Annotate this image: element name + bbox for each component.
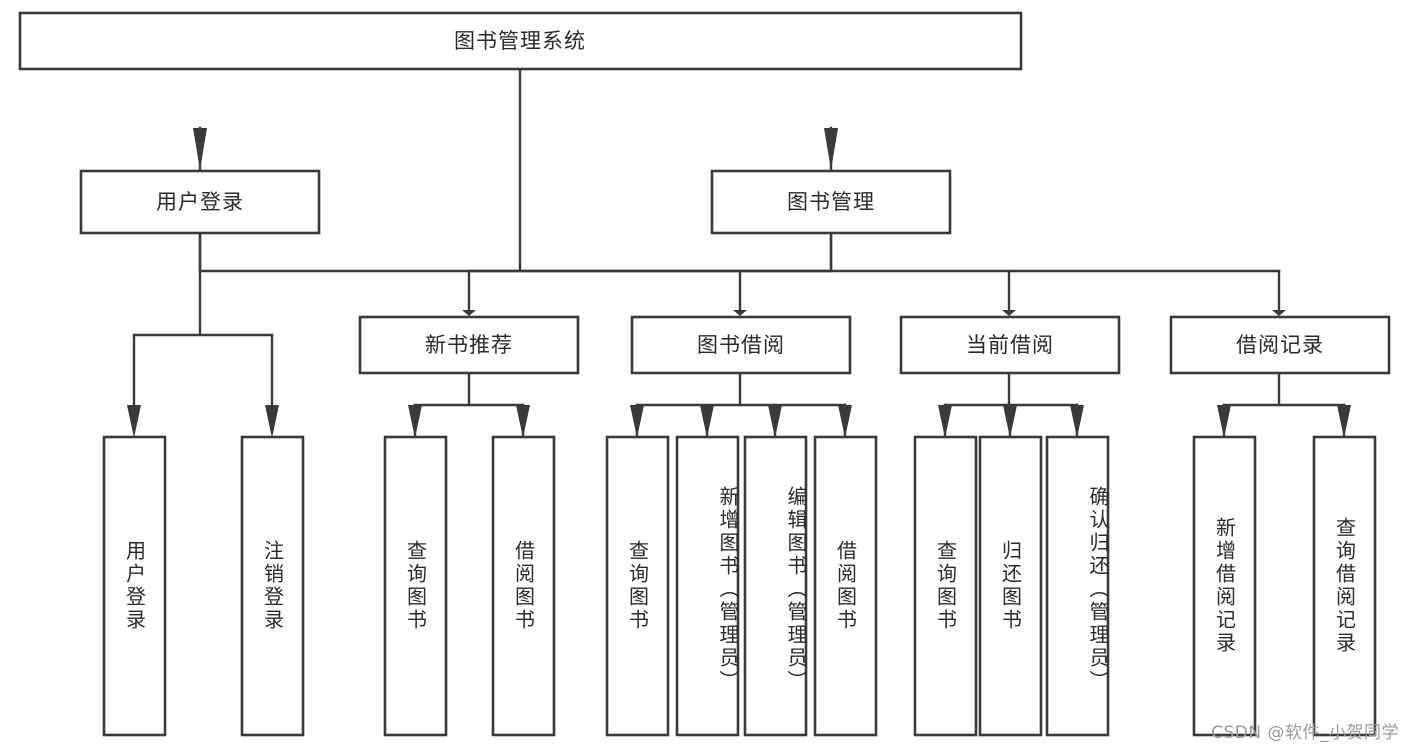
- arrow-to-leaf: [127, 405, 141, 438]
- node-label-user-login: 用户登录: [156, 190, 244, 214]
- arrow-to-book-management: [824, 128, 838, 170]
- arrow-to-leaf: [265, 405, 279, 438]
- node-box-user-login[interactable]: [79, 169, 321, 235]
- arrow-to-book-borrow: [733, 310, 747, 316]
- node-box-new-book-recommend[interactable]: [358, 315, 580, 375]
- connector-userlogin-to-leaves: [132, 231, 274, 407]
- node-box-book-borrow[interactable]: [630, 315, 852, 375]
- node-box-leaf-logout[interactable]: [240, 435, 305, 737]
- arrow-to-leaf: [1337, 405, 1351, 438]
- node-label-current-borrow: 当前借阅: [966, 333, 1054, 357]
- node-box-leaf-confirm-return[interactable]: [1045, 435, 1110, 737]
- node-box-borrow-record[interactable]: [1169, 315, 1391, 375]
- node-box-leaf-query-record[interactable]: [1312, 435, 1377, 737]
- arrow-to-leaf: [768, 405, 782, 438]
- node-box-root[interactable]: [18, 11, 1023, 71]
- node-box-leaf-borrow-book-1[interactable]: [491, 435, 556, 737]
- node-box-book-management[interactable]: [710, 169, 952, 235]
- node-box-leaf-user-login[interactable]: [102, 435, 167, 737]
- node-box-current-borrow[interactable]: [899, 315, 1121, 375]
- arrow-to-leaf: [938, 405, 952, 438]
- node-label-borrow-record: 借阅记录: [1236, 333, 1324, 357]
- connector-recommend-to-leaves: [413, 371, 525, 439]
- arrow-heads: [127, 128, 1351, 438]
- node-box-leaf-add-book[interactable]: [675, 435, 740, 737]
- node-box-leaf-edit-book[interactable]: [743, 435, 808, 737]
- node-box-leaf-query-book-3[interactable]: [913, 435, 978, 737]
- arrow-to-leaf: [1070, 405, 1084, 438]
- arrow-to-leaf: [630, 405, 644, 438]
- arrow-to-leaf: [1003, 405, 1017, 438]
- node-label-book-borrow: 图书借阅: [697, 333, 785, 357]
- arrow-to-leaf: [408, 405, 422, 438]
- node-box-leaf-add-record[interactable]: [1192, 435, 1257, 737]
- arrow-to-leaf: [1217, 405, 1231, 438]
- node-box-leaf-borrow-book-2[interactable]: [813, 435, 878, 737]
- node-box-leaf-query-book-2[interactable]: [605, 435, 670, 737]
- node-label-new-book-recommend: 新书推荐: [425, 333, 513, 357]
- arrow-to-leaf: [838, 405, 852, 438]
- connector-borrow-to-leaves: [635, 371, 847, 439]
- arrow-to-borrow-record: [1272, 310, 1286, 316]
- node-label-root: 图书管理系统: [454, 29, 586, 53]
- connector-bookmgmt-to-level3: [467, 231, 1281, 312]
- node-box-leaf-return-book[interactable]: [978, 435, 1043, 737]
- arrow-to-user-login: [193, 128, 207, 170]
- node-label-book-management: 图书管理: [787, 190, 875, 214]
- arrow-to-leaf: [516, 405, 530, 438]
- node-box-leaf-query-book-1[interactable]: [383, 435, 448, 737]
- arrow-to-leaf: [700, 405, 714, 438]
- arrow-to-new-book-recommend: [462, 310, 476, 316]
- connector-record-to-leaves: [1222, 371, 1346, 439]
- arrow-to-current-borrow: [1002, 310, 1016, 316]
- csdn-watermark: CSDN @软件_小贺同学: [1211, 723, 1399, 743]
